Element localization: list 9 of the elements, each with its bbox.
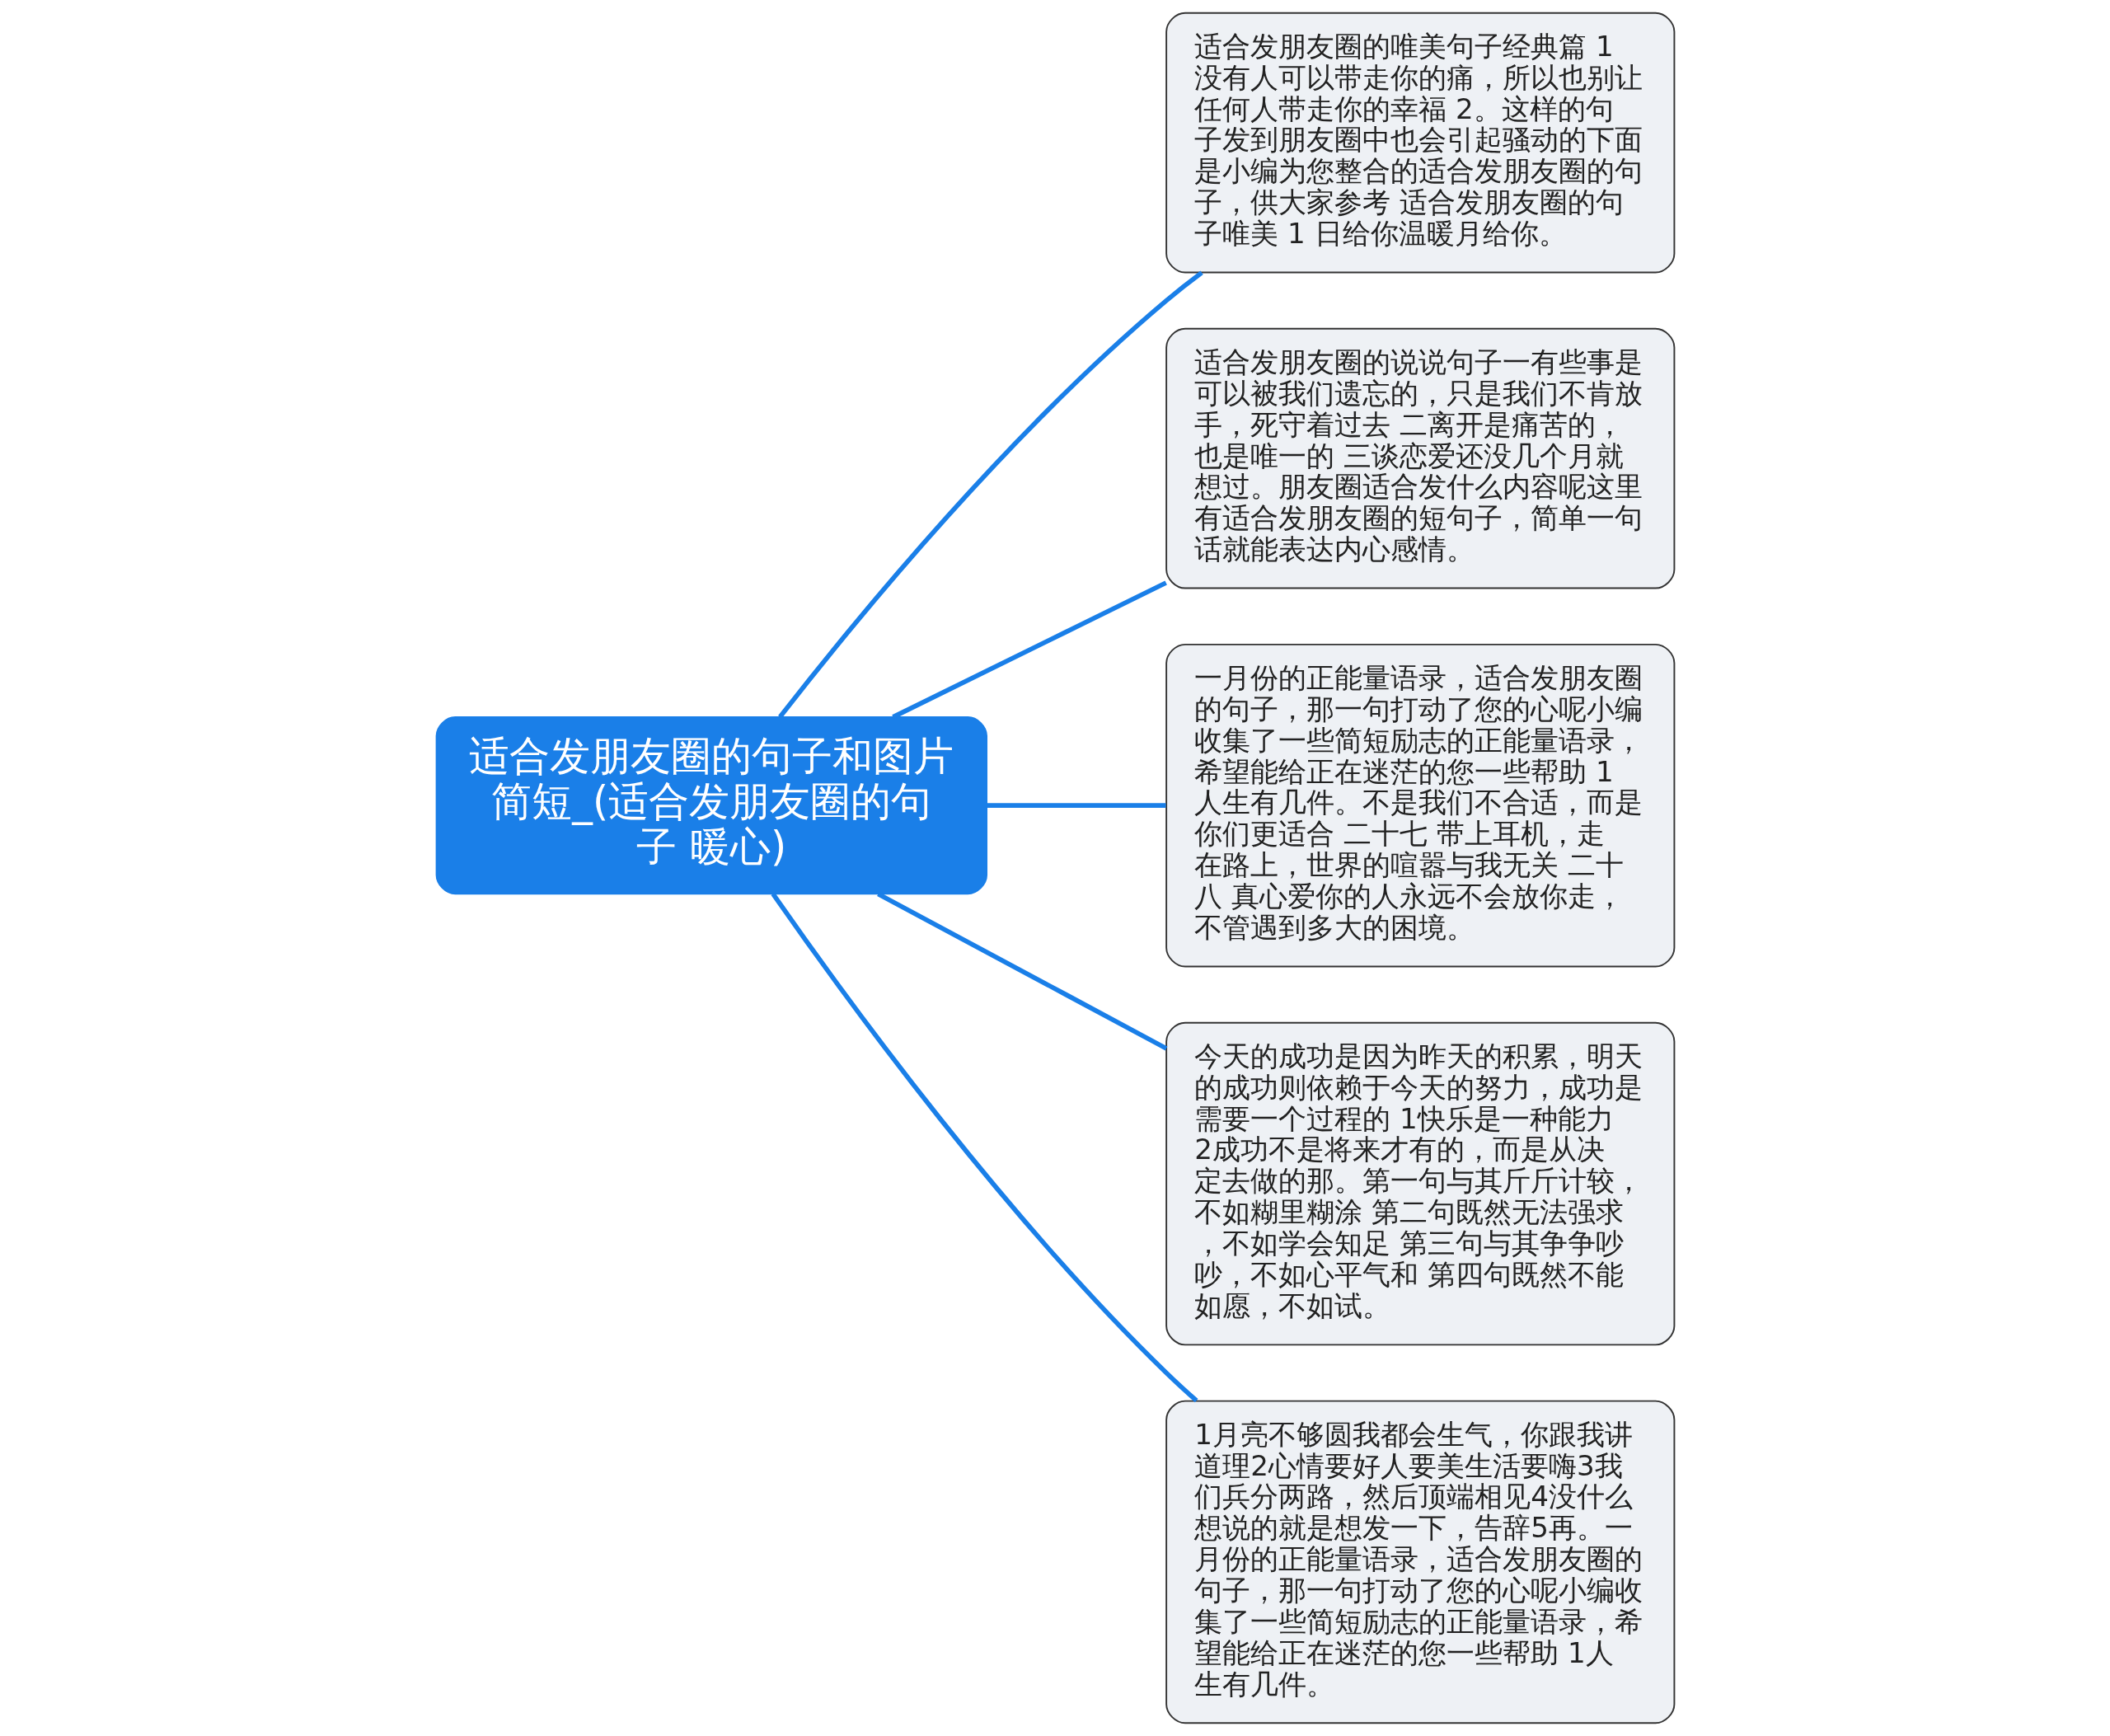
- node-box: 适合发朋友圈的说说句子一有些事是可以被我们遗忘的，只是我们不肯放手，死守着过去 二离开是痛苦的，也是唯一的 三谈恋爱还没几个月就想过。朋友圈适合发什么内容呢这里有适合发朋友圈的短句子，简单一句话就能表达内心感情。: [1165, 327, 1675, 589]
- node-box: 适合发朋友圈的唯美句子经典篇 1没有人可以带走你的痛，所以也别让任何人带走你的幸福 2。这样的句子发到朋友圈中也会引起骚动的下面是小编为您整合的适合发朋友圈的句子，供大家参考 适合发朋友圈的句子唯美 1 日给你温暖月给你。: [1165, 12, 1675, 274]
- connector: [777, 270, 1203, 719]
- node-box: 今天的成功是因为昨天的积累，明天的成功则依赖于今天的努力，成功是需要一个过程的 1快乐是一种能力 2成功不是将来才有的，而是从决定去做的那。第一句与其斤斤计较，不如糊里糊涂 第二句既然无法强求，不如学会知足 第三句与其争争吵吵，不如心平气和 第四句既然不能如愿，不如试。: [1165, 1021, 1675, 1346]
- node-box: 一月份的正能量语录，适合发朋友圈的句子，那一句打动了您的心呢小编收集了一些简短励志的正能量语录，希望能给正在迷茫的您一些帮助 1人生有几件。不是我们不合适，而是你们更适合 二十七 带上耳机，走在路上，世界的喧嚣与我无关 二十八 真心爱你的人永远不会放你走，不管遇到多大的困境。: [1165, 643, 1675, 968]
- connector: [771, 892, 1198, 1403]
- connector: [986, 803, 1166, 808]
- node-box: 1月亮不够圆我都会生气，你跟我讲道理2心情要好人要美生活要嗨3我们兵分两路，然后顶端相见4没什么想说的就是想发一下，告辞5再。一月份的正能量语录，适合发朋友圈的句子，那一句打动了您的心呢小编收集了一些简短励志的正能量语录，希望能给正在迷茫的您一些帮助 1人生有几件。: [1165, 1400, 1675, 1724]
- node-box: 适合发朋友圈的句子和图片简短_(适合发朋友圈的句子 暖心): [435, 716, 987, 895]
